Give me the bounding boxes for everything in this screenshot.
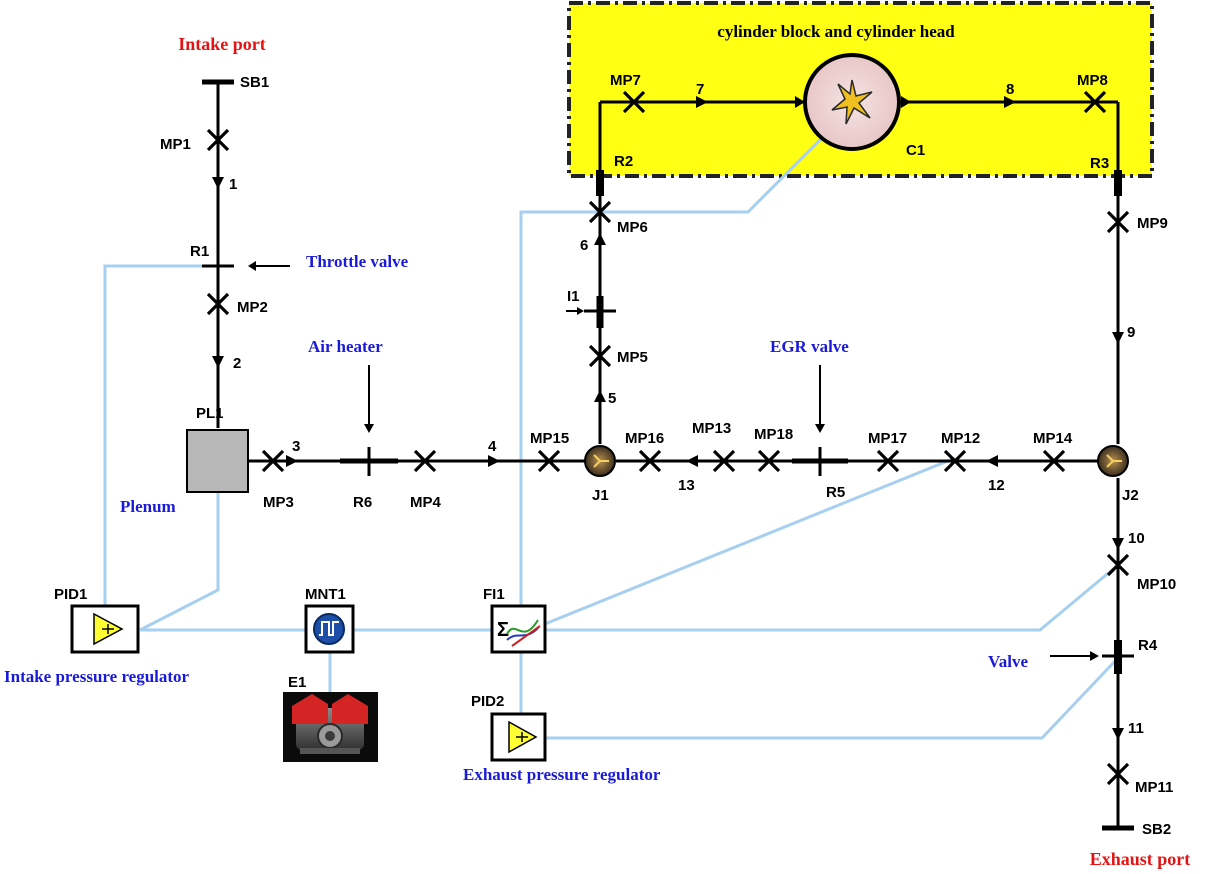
- mp9-mark: [1106, 210, 1130, 234]
- sb1-label: SB1: [240, 74, 269, 91]
- pipe-1-label: 1: [229, 176, 237, 193]
- pipe-5-label: 5: [608, 390, 616, 407]
- mp12-label: MP12: [941, 430, 980, 447]
- mp16-mark: [638, 449, 662, 473]
- mp5-mark: [588, 344, 612, 368]
- r3-label: R3: [1090, 155, 1109, 172]
- valve-label: Valve: [988, 652, 1028, 671]
- mp7-mark: [622, 90, 646, 114]
- pid2-block: [490, 712, 547, 762]
- annotation-arrows: [248, 261, 1099, 661]
- mp4-mark: [413, 449, 437, 473]
- pipe-2-label: 2: [233, 355, 241, 372]
- plenum-pl1: [186, 429, 249, 493]
- air-heater-label: Air heater: [308, 337, 383, 356]
- mp13-label: MP13: [692, 420, 731, 437]
- pid1-block: [70, 604, 140, 654]
- sb2-label: SB2: [1142, 821, 1171, 838]
- mp12-mark: [943, 449, 967, 473]
- fi1-label: FI1: [483, 586, 505, 603]
- pl1-label: PL1: [196, 405, 224, 422]
- egr-valve-label: EGR valve: [770, 337, 849, 356]
- mp15-label: MP15: [530, 430, 569, 447]
- mp3-mark: [261, 449, 285, 473]
- fi1-block: Σ: [490, 604, 547, 654]
- mp15-mark: [537, 449, 561, 473]
- cylinder-region-title: cylinder block and cylinder head: [717, 22, 955, 41]
- mp1-label: MP1: [160, 136, 191, 153]
- svg-text:Σ: Σ: [497, 619, 509, 641]
- mp8-label: MP8: [1077, 72, 1108, 89]
- mp13-mark: [712, 449, 736, 473]
- e1-label: E1: [288, 674, 306, 691]
- intake-port-label: Intake port: [178, 34, 266, 54]
- flow-arrows: [212, 96, 1124, 740]
- cylinder-c1: [803, 53, 901, 151]
- mnt1-label: MNT1: [305, 586, 346, 603]
- pid2-label: PID2: [471, 693, 504, 710]
- mp1-mark: [206, 128, 230, 152]
- throttle-valve-label: Throttle valve: [306, 252, 409, 271]
- exhaust-port-label: Exhaust port: [1090, 849, 1191, 869]
- pipe-3-label: 3: [292, 438, 300, 455]
- pipe-9-label: 9: [1127, 324, 1135, 341]
- pulse-icon: [319, 621, 339, 636]
- r1-label: R1: [190, 243, 209, 260]
- pipe-8-label: 8: [1006, 81, 1014, 98]
- mp18-mark: [757, 449, 781, 473]
- mp5-label: MP5: [617, 349, 648, 366]
- plenum-label: Plenum: [120, 497, 176, 516]
- mp8-mark: [1083, 90, 1107, 114]
- mp18-label: MP18: [754, 426, 793, 443]
- mp9-label: MP9: [1137, 215, 1168, 232]
- spark-icon: [831, 79, 873, 125]
- signal-lines: [103, 120, 1120, 740]
- j1-label: J1: [592, 487, 609, 504]
- intake-pressure-regulator-label: Intake pressure regulator: [4, 667, 190, 686]
- pipe-4-label: 4: [488, 438, 497, 455]
- mp10-mark: [1106, 553, 1130, 577]
- pipe-7-label: 7: [696, 81, 704, 98]
- mp11-mark: [1106, 762, 1130, 786]
- r6-label: R6: [353, 494, 372, 511]
- mp10-label: MP10: [1137, 576, 1176, 593]
- junction-j2: [1097, 445, 1129, 477]
- mp14-label: MP14: [1033, 430, 1073, 447]
- j2-label: J2: [1122, 487, 1139, 504]
- mp16-label: MP16: [625, 430, 664, 447]
- measure-point-marks: [206, 90, 1130, 786]
- mp2-label: MP2: [237, 299, 268, 316]
- junction-j1: [584, 445, 616, 477]
- r5-label: R5: [826, 484, 845, 501]
- c1-label: C1: [906, 142, 925, 159]
- pipe-11-label: 11: [1128, 720, 1144, 737]
- pipe-10-label: 10: [1128, 530, 1145, 547]
- mp11-label: MP11: [1135, 779, 1173, 796]
- pipe-6-label: 6: [580, 237, 588, 254]
- mnt1-block: [304, 604, 355, 654]
- mp2-mark: [206, 292, 230, 316]
- mp4-label: MP4: [410, 494, 442, 511]
- mp17-mark: [876, 449, 900, 473]
- mp17-label: MP17: [868, 430, 907, 447]
- i1-label: I1: [567, 288, 580, 305]
- mp6-mark: [588, 200, 612, 224]
- mp14-mark: [1042, 449, 1066, 473]
- mp6-label: MP6: [617, 219, 648, 236]
- pipe-12-label: 12: [988, 477, 1005, 494]
- mp3-label: MP3: [263, 494, 294, 511]
- restriction-bars: [202, 79, 1134, 831]
- pid1-label: PID1: [54, 586, 87, 603]
- exhaust-pressure-regulator-label: Exhaust pressure regulator: [463, 765, 661, 784]
- engine-e1: [283, 692, 378, 762]
- pipe-13-label: 13: [678, 477, 695, 494]
- mp7-label: MP7: [610, 72, 641, 89]
- r4-label: R4: [1138, 637, 1158, 654]
- r2-label: R2: [614, 153, 633, 170]
